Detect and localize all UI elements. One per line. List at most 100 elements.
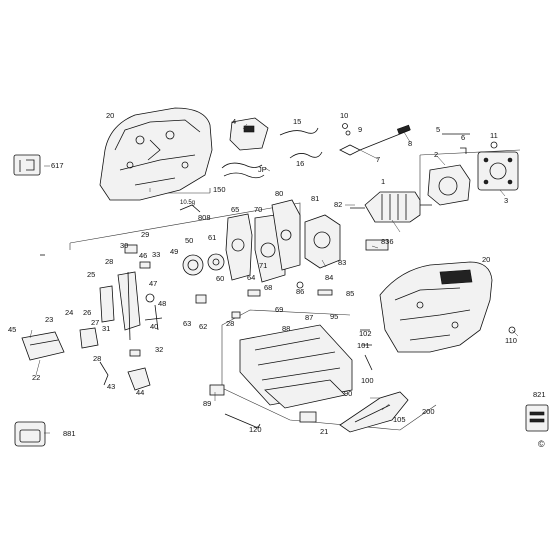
label-16: 16 [296, 159, 304, 168]
label-22: 22 [32, 373, 40, 382]
label-5: 5 [436, 125, 440, 134]
label-81: 81 [311, 194, 319, 203]
label-89: 89 [203, 399, 211, 408]
power-cord [339, 124, 411, 156]
label-65: 65 [231, 205, 239, 214]
part-6 [460, 147, 467, 154]
label-617: 617 [51, 161, 64, 170]
label-881: 881 [63, 429, 76, 438]
label-82: 82 [334, 200, 342, 209]
icon-821 [525, 404, 549, 432]
label-95: 95 [330, 312, 338, 321]
housing-right [379, 261, 493, 353]
label-86: 86 [296, 287, 304, 296]
label-102: 102 [359, 329, 372, 338]
label-28-a: 28 [105, 257, 113, 266]
shoe-assembly [239, 324, 353, 409]
copyright-mark: © [538, 439, 545, 449]
label-15: 15 [293, 117, 301, 126]
label-85: 85 [346, 289, 354, 298]
label-46: 46 [139, 251, 147, 260]
label-88: 88 [282, 324, 290, 333]
label-33: 33 [152, 250, 160, 259]
part-11 [490, 141, 498, 149]
bracket-line-motor [419, 149, 521, 200]
label-808: 808 [198, 213, 211, 222]
icon-617 [13, 154, 41, 176]
label-8: 8 [408, 139, 412, 148]
label-100: 100 [361, 376, 374, 385]
label-120: 120 [249, 425, 262, 434]
screws-9-10 [342, 123, 351, 136]
label-70: 70 [254, 205, 262, 214]
brush-plate [477, 151, 519, 191]
housing-left [99, 107, 213, 201]
label-44: 44 [136, 388, 144, 397]
wire-16 [289, 151, 323, 159]
label-60: 60 [216, 274, 224, 283]
label-90: 90 [344, 389, 352, 398]
stator [427, 164, 471, 206]
label-6: 6 [461, 133, 465, 142]
label-47: 47 [149, 279, 157, 288]
label-23: 23 [45, 315, 53, 324]
label-40: 40 [150, 322, 158, 331]
label-32: 32 [155, 345, 163, 354]
switch-block [229, 117, 269, 151]
label-64: 64 [247, 273, 255, 282]
gear-housing-81 [304, 214, 341, 269]
label-80: 80 [275, 189, 283, 198]
label-68: 68 [264, 283, 272, 292]
label-71: 71 [259, 261, 267, 270]
gears [182, 253, 225, 276]
jp-wiring [221, 162, 265, 179]
label-105: 105 [393, 415, 406, 424]
label-3: 3 [504, 196, 508, 205]
label-110: 110 [505, 336, 517, 345]
label-836: 836 [381, 237, 394, 246]
label-200: 200 [422, 407, 435, 416]
label-1: 1 [381, 177, 385, 186]
label-87: 87 [305, 313, 313, 322]
label-84: 84 [325, 273, 333, 282]
label-25: 25 [87, 270, 95, 279]
label-26: 26 [83, 308, 91, 317]
label-9: 9 [358, 125, 362, 134]
label-10-5g: 10.5g [180, 200, 195, 206]
label-31: 31 [102, 324, 110, 333]
label-43: 43 [107, 382, 115, 391]
label-4: 4 [232, 117, 236, 126]
label-49: 49 [170, 247, 178, 256]
label-jp: JP [258, 165, 267, 174]
label-2: 2 [434, 150, 438, 159]
plunger-mechanism [79, 244, 163, 391]
gear-plates [225, 199, 301, 283]
label-45: 45 [8, 325, 16, 334]
label-101: 101 [357, 341, 370, 350]
label-83: 83 [338, 258, 346, 267]
small-parts [40, 254, 516, 423]
label-69: 69 [275, 305, 283, 314]
label-24: 24 [65, 308, 73, 317]
part-836 [365, 239, 389, 251]
label-821: 821 [533, 390, 546, 399]
label-28-b: 28 [226, 319, 234, 328]
icon-881 [14, 421, 46, 447]
label-48: 48 [158, 299, 166, 308]
label-61: 61 [208, 233, 216, 242]
leader-lines [29, 123, 519, 434]
label-150: 150 [213, 185, 226, 194]
label-27: 27 [91, 318, 99, 327]
wire-15 [279, 127, 319, 136]
label-28-c: 28 [93, 354, 101, 363]
armature [350, 191, 432, 223]
blade-clamp [21, 331, 65, 361]
label-20-right: 20 [482, 255, 490, 264]
label-20-top: 20 [106, 111, 114, 120]
label-29: 29 [141, 230, 149, 239]
label-50: 50 [185, 236, 193, 245]
label-10: 10 [340, 111, 348, 120]
label-11: 11 [490, 131, 498, 140]
label-30: 30 [120, 241, 128, 250]
